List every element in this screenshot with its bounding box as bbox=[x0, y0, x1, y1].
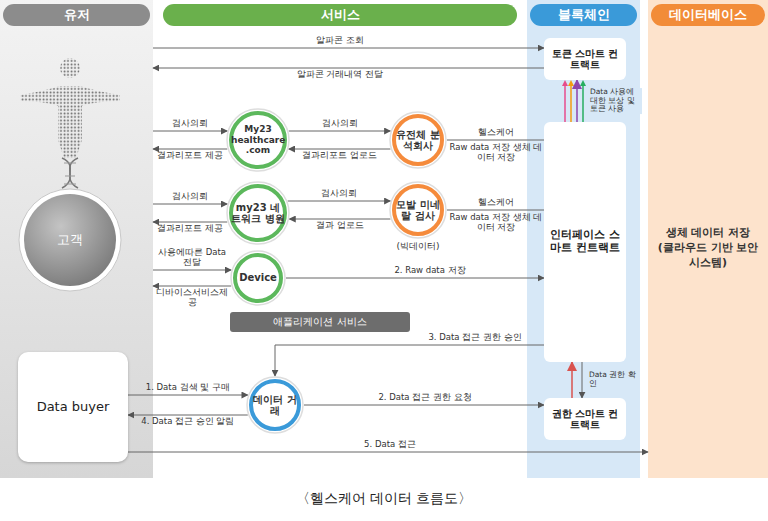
flow-arrow bbox=[153, 68, 544, 69]
edge-label: Data 권한 확인 bbox=[589, 371, 639, 388]
analysis-circle: 모발 미네랄 검사(빅데이터) bbox=[389, 181, 447, 239]
contract-label: 인터페이스 스마트 컨트랙트 bbox=[549, 229, 621, 254]
edge-label: 디바이스서비스제공 bbox=[156, 288, 228, 308]
flow-arrow bbox=[153, 131, 227, 132]
edge-label: 검사의뢰 bbox=[321, 189, 357, 199]
edge-label: 3. Data 접근 권한 승인 bbox=[428, 333, 521, 343]
edge-label: 결과 업로드 bbox=[316, 221, 364, 231]
flow-arrow bbox=[275, 345, 544, 376]
column-header: 유저 bbox=[3, 4, 150, 26]
column-header: 데이터베이스 bbox=[651, 4, 765, 26]
edge-label: 결과리포트 제공 bbox=[157, 224, 223, 234]
flow-arrow bbox=[153, 48, 544, 49]
flow-arrow bbox=[153, 222, 227, 223]
flow-arrow bbox=[153, 270, 231, 271]
flow-arrow bbox=[153, 149, 227, 150]
analysis-circle: 유전체 분석회사 bbox=[389, 111, 447, 169]
circle-label: Device bbox=[239, 272, 277, 284]
edge-label: 2. Data 접근 권한 요청 bbox=[378, 393, 471, 403]
flow-arrow bbox=[128, 452, 648, 453]
column-header: 블록체인 bbox=[530, 4, 637, 26]
flow-arrow bbox=[128, 395, 248, 396]
edge-label: 사용에따른 Data 전달 bbox=[156, 248, 228, 268]
flow-arrow bbox=[289, 219, 390, 220]
edge-label: 결과리포트 제공 bbox=[157, 151, 223, 161]
contract-label: 권한 스마트 컨트랙트 bbox=[549, 408, 621, 431]
data-buyer-box: Data buyer bbox=[18, 352, 128, 462]
database-column bbox=[648, 0, 768, 478]
edge-label: 검사의뢰 bbox=[322, 119, 358, 129]
user-column-panel: 유저고객 Data buyer bbox=[0, 0, 153, 478]
data-trade-circle: 데이터 거래 bbox=[246, 376, 304, 434]
bar-label: 애플리케이션 서비스 bbox=[273, 316, 366, 328]
circle-label: 데이터 거래 bbox=[251, 394, 300, 417]
edge-label: 헬스케어 bbox=[478, 128, 514, 138]
circle-label: 유전체 분석회사 bbox=[394, 129, 443, 152]
user-column bbox=[0, 0, 153, 478]
flow-arrow bbox=[153, 204, 227, 205]
flow-arrow bbox=[304, 405, 544, 406]
circle-label: my23 네트워크 병원 bbox=[231, 202, 285, 225]
edge-label: 검사의뢰 bbox=[172, 192, 208, 202]
database-label: 생체 데이터 저장 (클라우드 기반 보안 시스템) bbox=[656, 226, 760, 271]
human-figure bbox=[20, 58, 120, 188]
contract-label: 토큰 스마트 컨트랙트 bbox=[549, 48, 621, 71]
service-circle: My23 healthcare .com bbox=[226, 108, 290, 172]
storage-note: Raw data 저장 생체 데이터 저장 bbox=[449, 213, 543, 233]
database-column-panel: 데이터베이스생체 데이터 저장 (클라우드 기반 보안 시스템) bbox=[648, 0, 768, 478]
flow-arrow bbox=[286, 278, 544, 279]
smart-contract-box: 인터페이스 스마트 컨트랙트 bbox=[544, 122, 626, 362]
flow-arrow bbox=[153, 286, 231, 287]
customer-circle: 고객 bbox=[18, 188, 122, 292]
bigdata-note: (빅데이터) bbox=[396, 241, 439, 251]
edge-label: 5. Data 접근 bbox=[364, 440, 416, 450]
flow-arrow bbox=[289, 149, 391, 150]
edge-label: 헬스케어 bbox=[478, 198, 514, 208]
service-circle: my23 네트워크 병원 bbox=[226, 181, 290, 245]
edge-label: 2. Raw data 저장 bbox=[394, 266, 465, 276]
service-column bbox=[160, 0, 520, 478]
circle-label: My23 healthcare .com bbox=[231, 124, 285, 155]
blockchain-column bbox=[527, 0, 640, 478]
flow-arrow bbox=[576, 80, 578, 122]
column-header: 서비스 bbox=[163, 4, 517, 26]
flow-arrow bbox=[447, 210, 544, 211]
flow-arrow bbox=[288, 201, 391, 202]
edge-label: 알파콘 거래내역 전달 bbox=[297, 70, 383, 80]
figure-caption: 〈헬스케어 데이터 흐름도〉 bbox=[0, 490, 768, 508]
flow-arrow bbox=[447, 140, 544, 141]
blockchain-column-panel: 블록체인토큰 스마트 컨트랙트인터페이스 스마트 컨트랙트권한 스마트 컨트랙트 bbox=[527, 0, 640, 478]
smart-contract-box: 토큰 스마트 컨트랙트 bbox=[544, 38, 626, 80]
edge-label: 검사의뢰 bbox=[172, 119, 208, 129]
storage-note: Raw data 저장 생체 데이터 저장 bbox=[449, 143, 543, 163]
flow-arrow bbox=[571, 362, 573, 398]
device-circle: Device bbox=[230, 250, 286, 306]
smart-contract-box: 권한 스마트 컨트랙트 bbox=[544, 398, 626, 440]
flow-arrow bbox=[128, 415, 248, 416]
circle-label: 모발 미네랄 검사 bbox=[394, 199, 443, 222]
edge-label: 1. Data 검색 및 구매 bbox=[146, 383, 230, 393]
token-arrow-stripes bbox=[562, 80, 586, 122]
flow-arrow bbox=[582, 362, 583, 398]
edge-label: 결과리포트 업로드 bbox=[302, 151, 377, 161]
customer-label: 고객 bbox=[57, 233, 83, 248]
edge-label: 4. Data 접근 승인 알림 bbox=[141, 417, 234, 427]
edge-label: 알파콘 조회 bbox=[316, 36, 364, 46]
buyer-label: Data buyer bbox=[37, 400, 110, 415]
edge-label: Data 사용에 대한 보상 및 토큰 사용 bbox=[590, 88, 642, 114]
flow-arrow bbox=[289, 131, 391, 132]
application-bar: 애플리케이션 서비스 bbox=[230, 312, 410, 332]
